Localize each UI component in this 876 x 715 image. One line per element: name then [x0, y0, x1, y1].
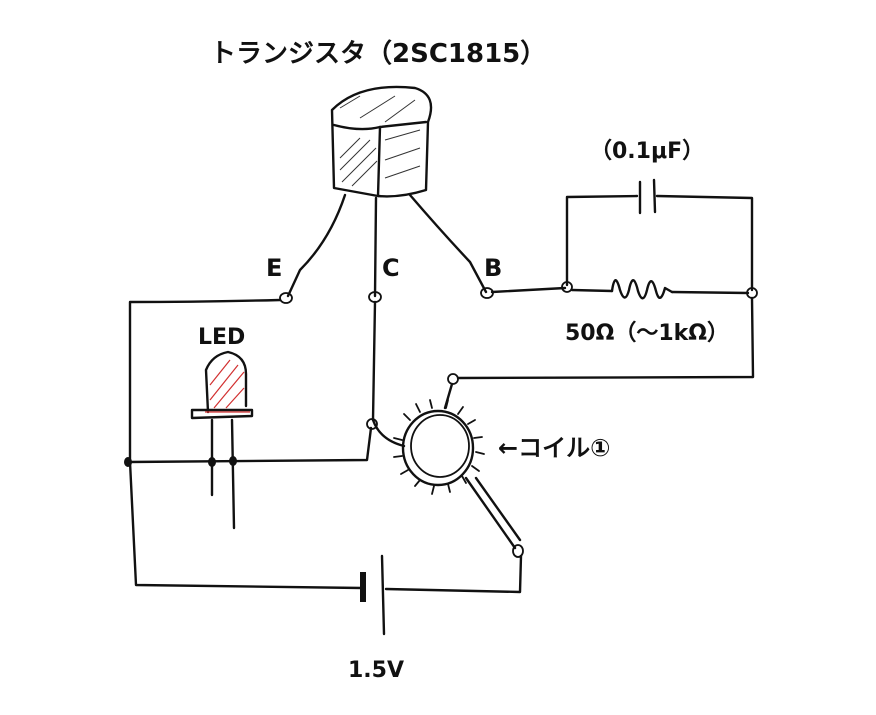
- resistor-label: 50Ω（～1kΩ）: [565, 321, 729, 346]
- coil: [366, 399, 524, 558]
- pin-b-label: B: [484, 254, 502, 282]
- pin-joints: [279, 287, 494, 304]
- base-network: [443, 178, 758, 410]
- emitter-wire: [128, 298, 282, 464]
- led-label: LED: [198, 325, 245, 350]
- coil-label: ←コイル①: [498, 434, 610, 462]
- pin-c-label: C: [382, 254, 400, 282]
- transistor-label: トランジスタ（2SC1815）: [210, 39, 546, 69]
- led-rail: [124, 426, 373, 467]
- capacitor-label: （0.1μF）: [590, 139, 704, 164]
- collector-wire: [371, 300, 377, 422]
- led: [190, 350, 254, 530]
- battery-circuit: [128, 460, 523, 636]
- transistor: [286, 85, 488, 298]
- pin-e-label: E: [266, 254, 282, 282]
- battery-label: 1.5V: [348, 658, 404, 683]
